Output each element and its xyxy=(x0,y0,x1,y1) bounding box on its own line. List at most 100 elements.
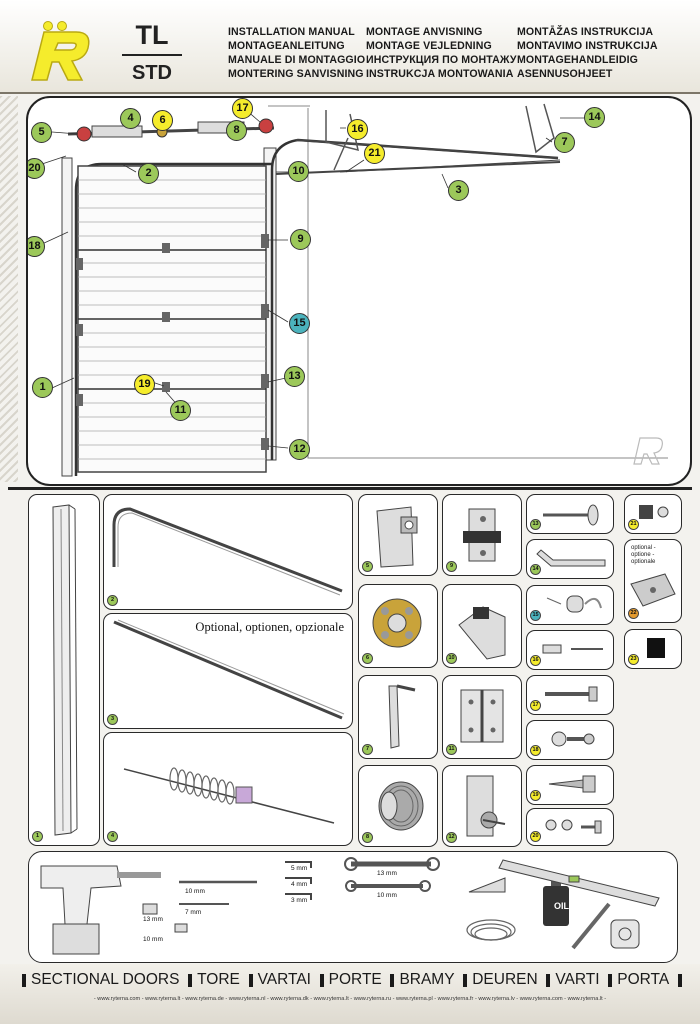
section-divider xyxy=(8,487,692,490)
part-panel-23: 23 xyxy=(624,629,682,669)
callout-21: 21 xyxy=(364,143,385,164)
websites[interactable]: - www.ryterna.com - www.ryterna.lt - www… xyxy=(93,996,607,1002)
door-type: DEUREN xyxy=(463,971,538,989)
part-19-drawing xyxy=(548,775,596,793)
callout-6: 6 xyxy=(152,110,173,131)
part-16-drawing xyxy=(542,644,603,654)
part-3-drawing xyxy=(113,619,345,720)
model-top: TL xyxy=(135,20,169,50)
part-panel-9: 9 xyxy=(442,494,522,576)
callout-17: 17 xyxy=(232,98,253,119)
part-number: 14 xyxy=(530,564,541,575)
wrench-label: 10 mm xyxy=(377,892,397,899)
part-11-drawing xyxy=(460,689,504,743)
callout-20: 20 xyxy=(28,158,45,179)
part-number: 17 xyxy=(530,700,541,711)
socket-label: 10 mm xyxy=(143,936,163,943)
title-text: ASENNUSOHJEET xyxy=(517,68,613,80)
part-22-drawing xyxy=(630,573,676,607)
part-number: 6 xyxy=(362,653,373,664)
door-drawing xyxy=(41,103,668,477)
part-20-drawing xyxy=(545,819,602,834)
part-panel-8: 8 xyxy=(358,765,438,847)
callout-19: 19 xyxy=(134,374,155,395)
part-number: 22 xyxy=(628,608,639,619)
title-text: MONTAGE VEJLEDNING xyxy=(366,40,492,52)
part-17-drawing xyxy=(545,686,598,702)
header: TL STD INSTALLATION MANUAL MONTAGE ANVIS… xyxy=(0,0,700,94)
callout-14: 14 xyxy=(584,107,605,128)
part-15-drawing xyxy=(546,595,602,613)
ryterna-logo xyxy=(31,21,90,81)
callout-4: 4 xyxy=(120,108,141,129)
callout-12: 12 xyxy=(289,439,310,460)
optional-label: Optional, optionen, opzionale xyxy=(195,620,344,634)
part-7-drawing xyxy=(388,684,416,749)
drill-bit-label: 10 mm xyxy=(185,888,205,895)
title-text: MANUALE DI MONTAGGIO xyxy=(228,54,366,66)
side-hatch xyxy=(0,96,18,482)
part-6-drawing xyxy=(372,598,422,648)
part-panel-12: 12 xyxy=(442,765,522,847)
drill-bit-label: 7 mm xyxy=(185,909,202,916)
part-1-drawing xyxy=(52,504,78,836)
part-panel-5: 5 xyxy=(358,494,438,576)
part-5-drawing xyxy=(376,506,418,568)
manual-titles: INSTALLATION MANUAL MONTAGE ANVISNING MO… xyxy=(228,26,698,80)
callout-18: 18 xyxy=(28,236,45,257)
part-panel-14: 14 xyxy=(526,539,614,579)
part-panel-11: 11 xyxy=(442,675,522,759)
title-text: MONTAGE ANVISNING xyxy=(366,26,483,38)
part-21-drawing xyxy=(639,505,669,519)
callout-2: 2 xyxy=(138,163,159,184)
title-text: ИНСТРУКЦИЯ ПО МОНТАЖУ xyxy=(366,54,517,66)
part-4-drawing xyxy=(123,767,335,824)
door-type: BRAMY xyxy=(390,971,455,989)
callout-8: 8 xyxy=(226,120,247,141)
part-number: 2 xyxy=(107,595,118,606)
title-text: INSTALLATION MANUAL xyxy=(228,26,355,38)
hex-key-label: 3 mm xyxy=(291,897,308,904)
part-panel-2: 2 xyxy=(103,494,353,610)
part-number: 23 xyxy=(628,654,639,665)
part-panel-6: 6 xyxy=(358,584,438,668)
part-number: 4 xyxy=(107,831,118,842)
part-panel-19: 19 xyxy=(526,765,614,805)
part-number: 19 xyxy=(530,790,541,801)
callout-16: 16 xyxy=(347,119,368,140)
part-panel-17: 17 xyxy=(526,675,614,715)
door-type: SECTIONAL DOORS xyxy=(22,971,179,989)
part-number: 9 xyxy=(446,561,457,572)
part-number: 18 xyxy=(530,745,541,756)
wrench-label: 13 mm xyxy=(377,870,397,877)
callout-13: 13 xyxy=(284,366,305,387)
part-number: 8 xyxy=(362,832,373,843)
part-8-drawing xyxy=(378,781,424,831)
part-panel-21: 21 xyxy=(624,494,682,534)
door-type: VARTAI xyxy=(248,971,311,989)
part-9-drawing xyxy=(463,508,501,562)
part-panel-13: 13 xyxy=(526,494,614,534)
hex-key-label: 4 mm xyxy=(291,881,308,888)
part-number: 15 xyxy=(530,610,541,621)
part-panel-7: 7 xyxy=(358,675,438,759)
door-types: SECTIONAL DOORS TORE VARTAI PORTE BRAMY … xyxy=(22,971,682,989)
part-14-drawing xyxy=(536,549,606,567)
part-number: 3 xyxy=(107,714,118,725)
part-panel-10: 10 xyxy=(442,584,522,668)
part-23-drawing xyxy=(647,638,665,658)
model-bottom: STD xyxy=(132,62,172,84)
callout-3: 3 xyxy=(448,180,469,201)
part-18-drawing xyxy=(551,731,595,747)
part-13-drawing xyxy=(543,504,599,526)
socket-label: 13 mm xyxy=(143,916,163,923)
model-name: TL STD xyxy=(118,20,186,84)
part-number: 13 xyxy=(530,519,541,530)
callout-1: 1 xyxy=(32,377,53,398)
part-10-drawing xyxy=(458,606,506,660)
part-number: 10 xyxy=(446,653,457,664)
assembly-diagram: 5 20 4 6 17 8 16 21 14 7 2 10 3 18 9 15 … xyxy=(26,96,692,486)
part-number: 16 xyxy=(530,655,541,666)
part-panel-1: 1 xyxy=(28,494,100,846)
tools-drawing xyxy=(40,857,660,955)
